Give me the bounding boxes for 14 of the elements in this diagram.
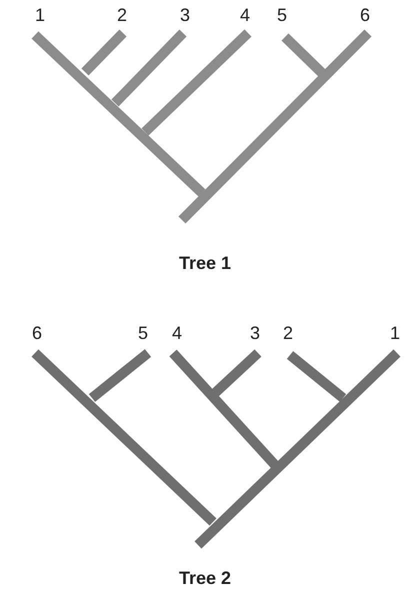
leaf-label: 2 <box>117 6 127 24</box>
leaf-label: 2 <box>283 324 293 342</box>
leaf-label: 6 <box>32 324 42 342</box>
tree-caption: Tree 1 <box>178 254 232 272</box>
leaf-label: 4 <box>240 6 250 24</box>
leaf-label: 5 <box>277 6 287 24</box>
leaf-label: 6 <box>360 6 370 24</box>
leaf-label: 5 <box>138 324 148 342</box>
leaf-label: 1 <box>35 6 45 24</box>
leaf-label: 1 <box>390 324 400 342</box>
leaf-label: 3 <box>180 6 190 24</box>
leaf-label: 3 <box>250 324 260 342</box>
leaf-label: 4 <box>172 324 182 342</box>
tree-caption: Tree 2 <box>178 569 232 587</box>
